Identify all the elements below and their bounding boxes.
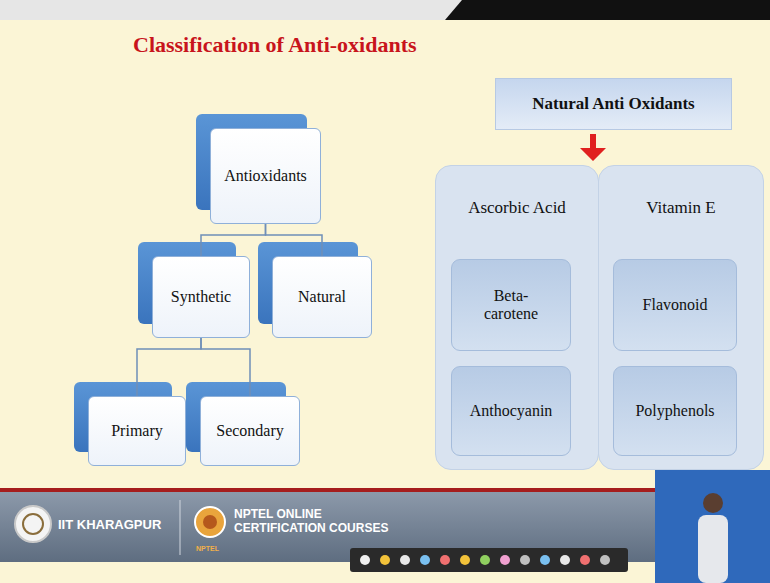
item-box: Beta-carotene: [451, 259, 571, 351]
group-panel: Vitamin E FlavonoidPolyphenols: [598, 165, 764, 470]
nptel-logo-core: [203, 515, 217, 529]
node-text: Polyphenols: [635, 402, 714, 420]
footer-rule: [0, 488, 770, 492]
logo-caption: NPTEL: [196, 545, 236, 552]
tree-box: Synthetic: [152, 256, 250, 338]
toolbar-icon: [500, 555, 510, 565]
node-text: Antioxidants: [218, 167, 313, 185]
item-box: Flavonoid: [613, 259, 737, 351]
item-box: Polyphenols: [613, 366, 737, 456]
group-panel: Ascorbic AcidBeta-caroteneAnthocyanin: [435, 165, 599, 470]
toolbar-icon: [560, 555, 570, 565]
node-text: Ascorbic Acid: [436, 198, 598, 218]
toolbar-icon: [420, 555, 430, 565]
slide-title: Classification of Anti-oxidants: [133, 32, 417, 58]
node-text: Synthetic: [165, 288, 237, 306]
presenter-body: [698, 515, 728, 583]
nptel-logo: [195, 507, 225, 537]
node-text: Anthocyanin: [470, 402, 553, 420]
item-box: Anthocyanin: [451, 366, 571, 456]
presenter-video: [655, 470, 770, 583]
toolbar-icon: [400, 555, 410, 565]
toolbar-icon: [540, 555, 550, 565]
institute-name: IIT KHARAGPUR: [58, 517, 178, 532]
tree-connector: [137, 338, 201, 396]
toolbar-icon: [460, 555, 470, 565]
top-bar-dark: [445, 0, 770, 20]
node-text: Beta-carotene: [475, 287, 547, 323]
node-text: Natural Anti Oxidants: [532, 94, 694, 114]
toolbar-icon: [580, 555, 590, 565]
toolbar-icon: [440, 555, 450, 565]
tree-connector: [266, 224, 323, 256]
presenter-head: [703, 493, 723, 513]
toolbar-icon: [360, 555, 370, 565]
node-text: Natural: [292, 288, 352, 306]
toolbar-icon: [380, 555, 390, 565]
node-text: Secondary: [210, 422, 290, 440]
node-text: Vitamin E: [599, 198, 763, 218]
pen-toolbar: [350, 548, 628, 572]
course-banner: NPTEL ONLINE CERTIFICATION COURSES: [234, 507, 412, 535]
heading-box: Natural Anti Oxidants: [495, 78, 732, 130]
node-text: Flavonoid: [643, 296, 708, 314]
tree-box: Primary: [88, 396, 186, 466]
footer-divider: [180, 500, 181, 555]
iit-logo-ring: [23, 514, 43, 534]
tree-box: Natural: [272, 256, 372, 338]
tree-box: Antioxidants: [210, 128, 321, 224]
tree-box: Secondary: [200, 396, 300, 466]
toolbar-icon: [520, 555, 530, 565]
toolbar-icon: [600, 555, 610, 565]
toolbar-icon: [480, 555, 490, 565]
tree-connector: [201, 224, 266, 256]
red-down-arrow: [580, 134, 606, 161]
iit-logo: [15, 506, 51, 542]
tree-connector: [201, 338, 250, 396]
node-text: Primary: [105, 422, 169, 440]
top-bar: [0, 0, 770, 20]
